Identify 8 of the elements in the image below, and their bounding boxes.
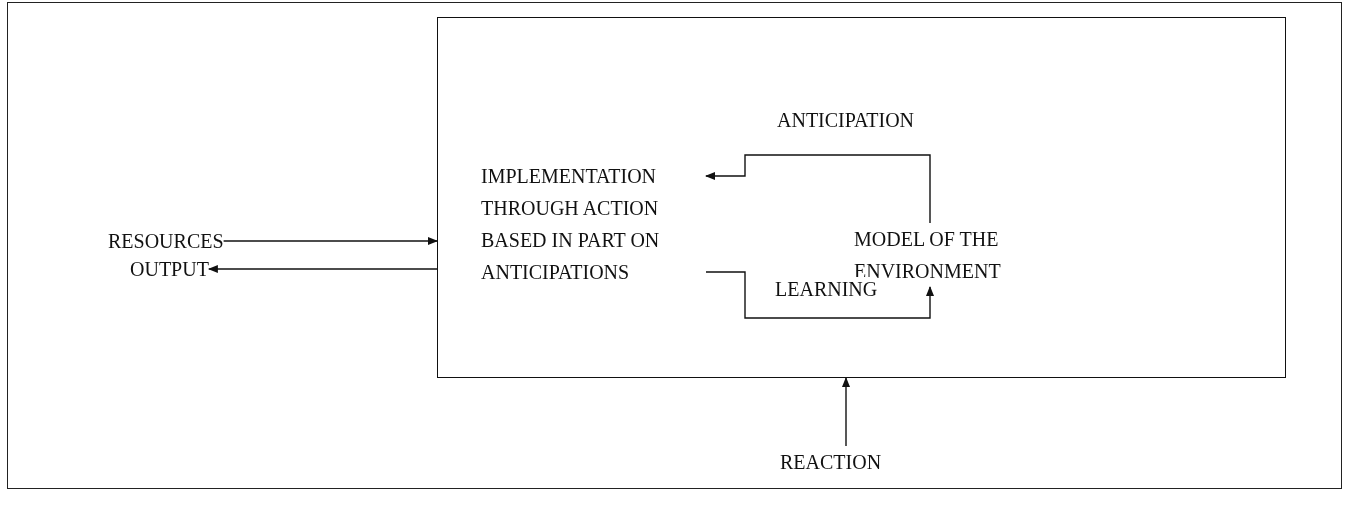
text-label: IMPLEMENTATION THROUGH ACTION BASED IN PART ON ANTICIPATIONS [481,160,706,288]
arrow [207,265,438,273]
arrow [842,377,850,447]
arrow [705,154,931,224]
text-label: REACTION [780,446,882,478]
system-box [437,17,1286,378]
arrow [705,271,934,319]
arrow [222,237,438,245]
